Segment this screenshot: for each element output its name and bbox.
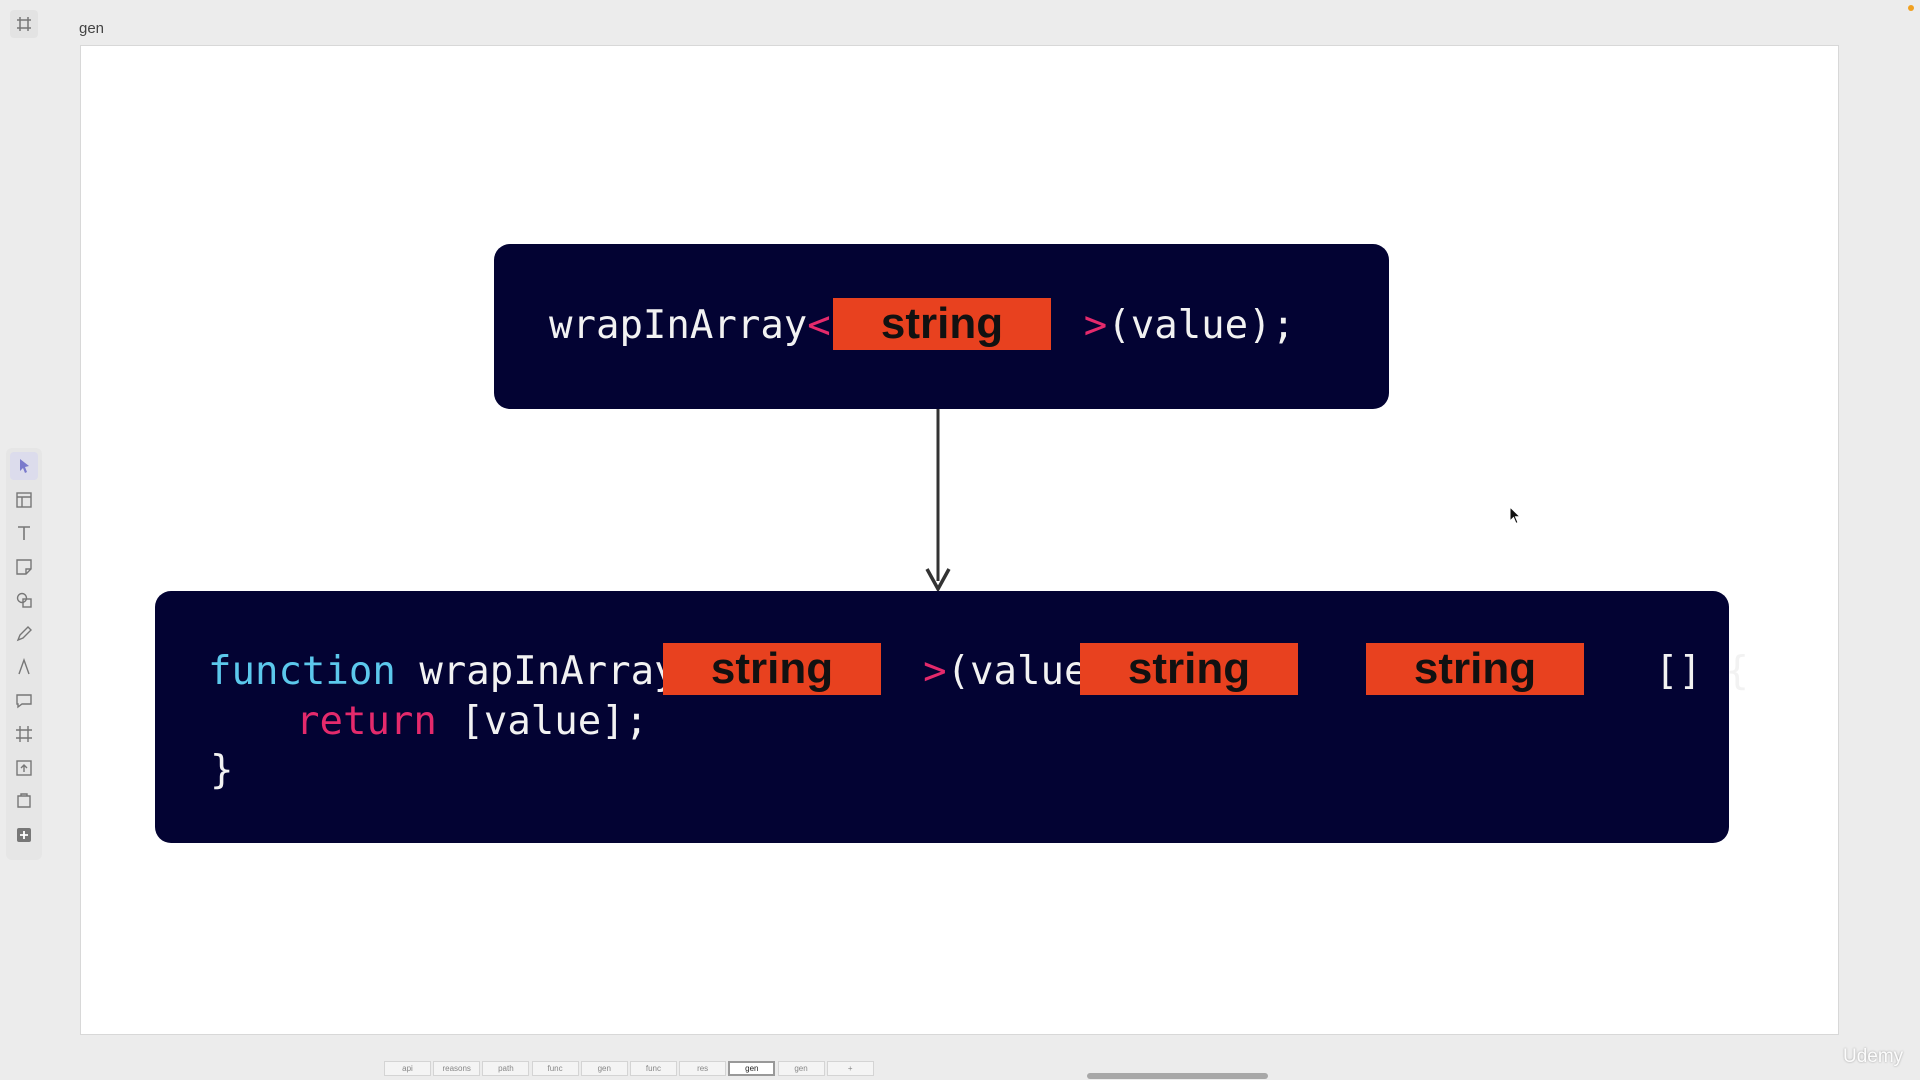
- tool-marker[interactable]: [10, 653, 38, 681]
- page-title: gen: [79, 20, 105, 37]
- function-name: wrapInArray: [395, 649, 678, 694]
- pointer-icon: [20, 459, 29, 473]
- tool-template[interactable]: [10, 787, 38, 815]
- sticky-note-icon: [16, 558, 32, 575]
- type-highlight: string: [833, 298, 1051, 350]
- notification-dot: [1908, 5, 1914, 11]
- mouse-cursor-icon: [1509, 506, 1522, 525]
- page-tab[interactable]: path: [482, 1061, 530, 1076]
- tool-text[interactable]: [10, 519, 38, 547]
- whiteboard-canvas[interactable]: wrapInArray<>(value); string function wr…: [80, 45, 1839, 1035]
- closing-brace: }: [210, 748, 234, 793]
- definition-line-2: return [value];: [296, 697, 648, 747]
- call-site-code-card[interactable]: wrapInArray< >(value); string: [494, 244, 1389, 409]
- down-arrow: [925, 409, 951, 593]
- tool-layout[interactable]: [10, 486, 38, 514]
- shapes-icon: [16, 592, 32, 608]
- call-args: (value);: [1107, 303, 1296, 348]
- page-tab[interactable]: reasons: [433, 1061, 481, 1076]
- frame-tool-button[interactable]: [10, 10, 38, 38]
- text-icon: [18, 526, 30, 540]
- return-array: [] {: [1654, 649, 1749, 694]
- template-icon: [17, 793, 31, 808]
- page-tab[interactable]: gen: [580, 1061, 628, 1076]
- tool-sticky-note[interactable]: [10, 553, 38, 581]
- generic-close: >: [1083, 303, 1108, 348]
- return-keyword: return: [296, 699, 437, 744]
- generic-open: <: [807, 303, 831, 348]
- tool-add[interactable]: [10, 821, 38, 849]
- call-site-code: wrapInArray< >(value);: [549, 301, 1295, 351]
- page-tab[interactable]: res: [679, 1061, 727, 1076]
- left-toolbar: [6, 448, 42, 860]
- horizontal-scrollbar[interactable]: [1087, 1073, 1268, 1079]
- function-definition-card[interactable]: function wrapInArray<>(value: ): [] { re…: [155, 591, 1749, 843]
- function-keyword: function: [208, 649, 396, 694]
- page-tab-bar: api reasons path func gen func res gen g…: [384, 1061, 876, 1076]
- tool-pen[interactable]: [10, 620, 38, 648]
- marker-icon: [18, 658, 30, 675]
- page-tab[interactable]: api: [384, 1061, 431, 1076]
- pen-icon: [16, 625, 32, 641]
- udemy-watermark: Udemy: [1843, 1046, 1904, 1067]
- tool-upload[interactable]: [10, 754, 38, 782]
- upload-icon: [16, 759, 32, 776]
- page-tab-active[interactable]: gen: [728, 1061, 776, 1076]
- tool-frame[interactable]: [10, 720, 38, 748]
- page-tab[interactable]: gen: [777, 1061, 825, 1076]
- generic-close: >: [923, 649, 947, 694]
- add-page-button[interactable]: +: [826, 1061, 874, 1076]
- tool-shapes[interactable]: [10, 586, 38, 614]
- tool-pointer[interactable]: [10, 452, 38, 480]
- definition-line-3: }: [210, 746, 233, 796]
- tool-comment[interactable]: [10, 687, 38, 715]
- page-tab[interactable]: func: [531, 1061, 579, 1076]
- layout-icon: [16, 491, 32, 508]
- frame-icon: [17, 17, 31, 31]
- page-tab[interactable]: func: [629, 1061, 677, 1076]
- return-type-highlight: string: [1366, 643, 1584, 695]
- add-icon: [17, 827, 31, 842]
- frame-icon: [16, 726, 32, 742]
- function-name: wrapInArray: [549, 303, 808, 348]
- type-parameter-highlight: string: [663, 643, 881, 695]
- definition-line-1: function wrapInArray<>(value: ): [] {: [208, 647, 1749, 697]
- comment-icon: [16, 693, 32, 708]
- return-value: [value];: [436, 699, 649, 744]
- param-type-highlight: string: [1080, 643, 1298, 695]
